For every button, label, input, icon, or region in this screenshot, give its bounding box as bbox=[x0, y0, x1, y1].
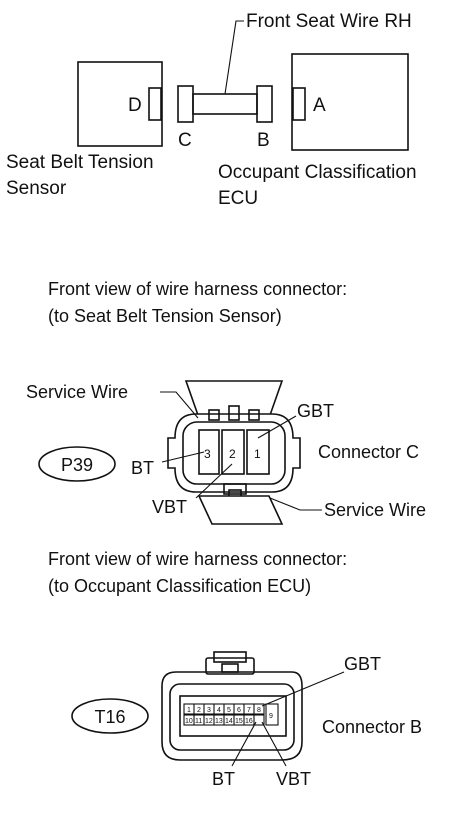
vbt-leader-c bbox=[195, 463, 233, 499]
connector-c-drawing: 3 2 1 bbox=[167, 380, 301, 525]
connector-b-heading-line2: (to Occupant Classification ECU) bbox=[48, 576, 311, 596]
ecu-label-line1: Occupant Classification bbox=[218, 162, 417, 183]
connector-b-pin-2: 2 bbox=[197, 707, 201, 714]
connector-code-t16-oval bbox=[71, 698, 149, 734]
component-layout-diagram: D C B Front Seat Wire RH A Seat Belt Ten… bbox=[6, 11, 417, 209]
front-seat-wire-label: Front Seat Wire RH bbox=[246, 11, 412, 32]
connector-b-pin-11: 11 bbox=[195, 718, 202, 725]
sensor-label-line2: Sensor bbox=[6, 178, 67, 199]
connector-b-section: Front view of wire harness connector: (t… bbox=[48, 549, 422, 789]
vbt-label-b: VBT bbox=[276, 769, 311, 789]
connector-b-name: Connector B bbox=[322, 717, 422, 737]
connector-b-pin-9: 9 bbox=[269, 713, 273, 720]
occupant-classification-ecu-box bbox=[291, 53, 409, 151]
connector-b-heading-line1: Front view of wire harness connector: bbox=[48, 549, 347, 569]
connector-b-pin-12: 12 bbox=[205, 718, 213, 725]
connector-b-pin-5: 5 bbox=[227, 707, 231, 714]
connector-c-pin-1 bbox=[246, 429, 270, 475]
connector-code-p39: P39 bbox=[61, 455, 93, 475]
connector-b-pin-15: 15 bbox=[235, 718, 243, 725]
vbt-label-c: VBT bbox=[152, 497, 187, 517]
sensor-label-line1: Seat Belt Tension bbox=[6, 152, 154, 173]
connector-b-pin-14: 14 bbox=[225, 718, 233, 725]
connector-c-heading-line2: (to Seat Belt Tension Sensor) bbox=[48, 306, 282, 326]
connector-b-pin-8: 8 bbox=[257, 707, 261, 714]
gbt-leader-b bbox=[261, 671, 345, 707]
connector-b-pin-10: 10 bbox=[185, 718, 193, 725]
connector-c-section: Front view of wire harness connector: (t… bbox=[26, 279, 426, 525]
connector-c-pin-2-number: 2 bbox=[229, 447, 236, 461]
connector-b-pin-1: 1 bbox=[187, 707, 191, 714]
ecu-label-line2: ECU bbox=[218, 188, 258, 209]
bt-leader-c bbox=[161, 451, 205, 463]
gbt-label-c: GBT bbox=[297, 401, 334, 421]
connector-b-pin-16: 16 bbox=[245, 718, 253, 725]
connector-a-label: A bbox=[313, 95, 326, 116]
connector-b-pin-13: 13 bbox=[215, 718, 223, 725]
connector-c-pin-2 bbox=[221, 429, 245, 475]
connector-code-t16: T16 bbox=[94, 707, 125, 727]
connector-c-label: C bbox=[178, 130, 192, 151]
connector-c-pin-3 bbox=[198, 429, 220, 475]
connector-b-pin-grid: 1 2 3 4 5 6 7 8 10 11 12 13 14 15 16 9 bbox=[183, 703, 279, 726]
connector-d-socket bbox=[148, 87, 162, 121]
connector-code-p39-oval bbox=[38, 446, 116, 482]
connector-b-pin-3: 3 bbox=[207, 707, 211, 714]
service-wire-bottom-leader bbox=[269, 497, 322, 511]
connector-b-pin-7: 7 bbox=[247, 707, 251, 714]
bt-label-c: BT bbox=[131, 458, 154, 478]
connector-b-pin-6: 6 bbox=[237, 707, 241, 714]
bt-label-b: BT bbox=[212, 769, 235, 789]
connector-a-socket bbox=[292, 87, 306, 121]
connector-b-pin-4: 4 bbox=[217, 707, 221, 714]
vbt-leader-b bbox=[261, 721, 287, 767]
service-wire-bottom-label: Service Wire bbox=[324, 500, 426, 520]
service-wire-top-leader bbox=[160, 391, 199, 419]
connector-c-pin-1-number: 1 bbox=[254, 447, 261, 461]
seat-belt-tension-sensor-box bbox=[77, 61, 163, 147]
connector-c-pin-3-number: 3 bbox=[204, 447, 211, 461]
connector-b-label: B bbox=[257, 130, 270, 151]
connector-c-name: Connector C bbox=[318, 442, 419, 462]
connector-d-label: D bbox=[128, 95, 142, 116]
connector-c-heading-line1: Front view of wire harness connector: bbox=[48, 279, 347, 299]
connector-b-drawing: 1 2 3 4 5 6 7 8 10 11 12 13 14 15 16 9 bbox=[161, 651, 303, 761]
service-wire-top-label: Service Wire bbox=[26, 382, 128, 402]
gbt-label-b: GBT bbox=[344, 654, 381, 674]
bt-leader-b bbox=[231, 721, 257, 767]
wire-label-leader bbox=[224, 20, 244, 95]
gbt-leader-c bbox=[257, 415, 297, 439]
